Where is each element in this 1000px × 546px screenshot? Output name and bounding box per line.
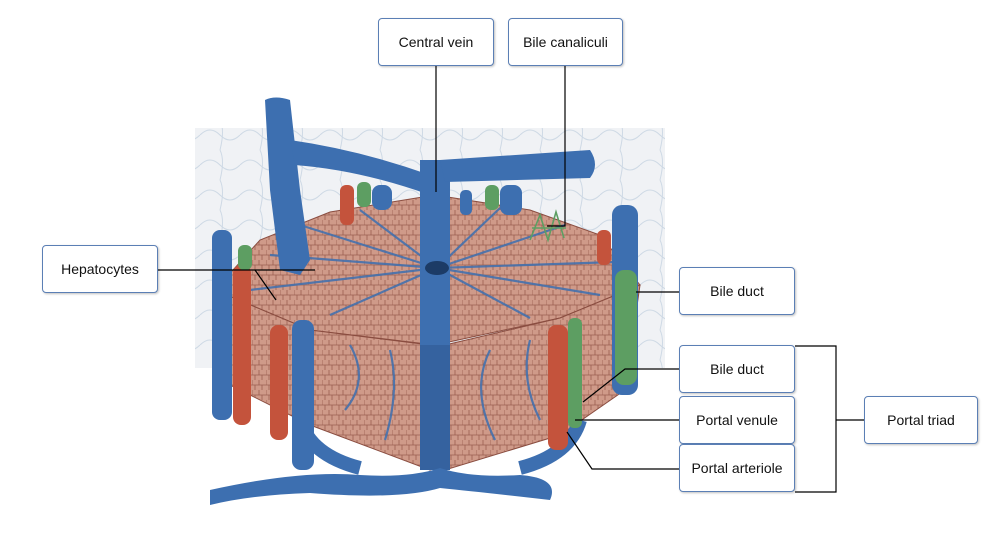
label-portal-venule: Portal venule: [679, 396, 795, 444]
label-portal-arteriole: Portal arteriole: [679, 444, 795, 492]
label-bile-canaliculi: Bile canaliculi: [508, 18, 623, 66]
label-central-vein: Central vein: [378, 18, 494, 66]
label-bile-duct-lower: Bile duct: [679, 345, 795, 393]
bile-canaliculi-network: [529, 209, 566, 243]
leader-hepatocytes-2: [254, 269, 277, 301]
label-hepatocytes: Hepatocytes: [42, 245, 158, 293]
label-portal-triad: Portal triad: [864, 396, 978, 444]
central-vein-vessel: [265, 97, 595, 470]
portal-vein-base: [210, 468, 552, 505]
left-portal-triads: [212, 182, 392, 470]
right-portal-triads: [460, 185, 638, 450]
leader-lines: [158, 66, 864, 493]
leader-portal-arteriole: [566, 431, 679, 470]
leader-bile-canaliculi: [547, 66, 566, 227]
label-bile-duct-upper: Bile duct: [679, 267, 795, 315]
leader-bile-duct-lower: [582, 368, 679, 403]
portal-triad-bracket: [795, 345, 837, 493]
